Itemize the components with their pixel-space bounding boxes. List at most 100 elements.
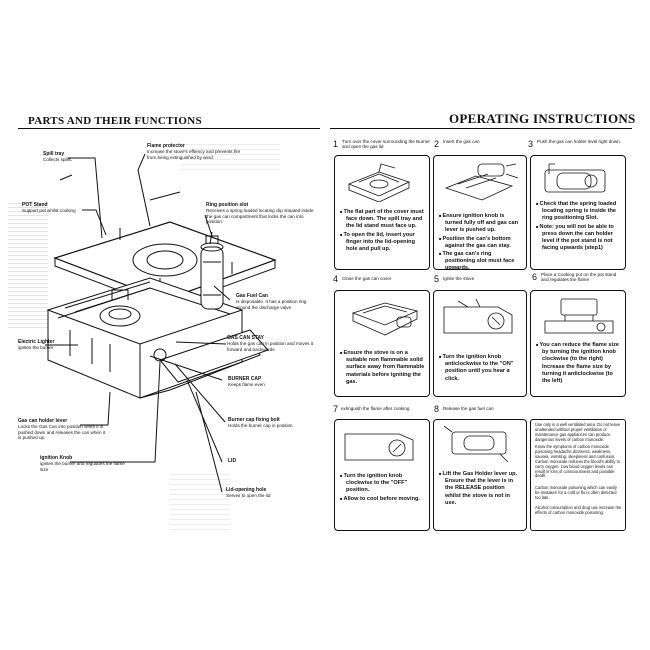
step-item: Position the can's bottom against the ga… xyxy=(439,235,522,250)
part-name: POT Stand xyxy=(22,202,48,208)
part-desc: Increase the stove's effiency and preven… xyxy=(147,149,241,160)
part-lid-opening-hole: Lid-opening hole Serves to open the lid xyxy=(226,487,311,499)
step-number: 4 xyxy=(333,274,339,284)
part-electric-lighter: Electric Lighter ignites the burner xyxy=(18,339,78,351)
part-gas-can-holder-lever: Gas can holder lever Locks the Gas Can i… xyxy=(18,418,108,441)
part-lid: LID xyxy=(228,458,268,464)
part-name: Gas can holder lever xyxy=(18,418,68,424)
step-text: Check that the spring loaded locating sp… xyxy=(536,200,621,252)
header-rule xyxy=(18,128,320,129)
step-text: Ensure ignition knob is turned fully off… xyxy=(439,212,522,269)
part-name: BURNER CAP xyxy=(228,376,262,382)
part-name: Ring position slot xyxy=(206,202,249,208)
bleed-through-text xyxy=(180,140,280,170)
step-2-box: Ensure ignition knob is turned fully off… xyxy=(433,155,527,270)
step-illustration xyxy=(443,298,513,334)
part-desc: ignites the burner and regulates the fla… xyxy=(40,461,125,472)
part-burner-cap: BURNER CAP Keeps flame even xyxy=(228,376,308,388)
step-item: Turn the ignition knob anticlockwise to … xyxy=(439,353,522,383)
step-title: Close the gas can cover xyxy=(342,276,392,281)
step-3-box: Check that the spring loaded locating sp… xyxy=(530,155,626,270)
part-desc: Serves to open the lid xyxy=(226,493,271,499)
step-number: 7 xyxy=(333,404,339,414)
step-title: Turn over the cover surrounding the Burn… xyxy=(342,139,430,150)
step-text: The flat part of the cover must face dow… xyxy=(340,208,425,253)
step-4-box: Ensure the stove is on a suitable non fl… xyxy=(334,290,430,397)
part-gas-fuel-can: Gas Fuel Can Is disposable. It has a pos… xyxy=(236,293,316,310)
header-rule xyxy=(330,128,632,129)
bleed-through-text xyxy=(8,200,48,330)
step-text: Turn the ignition knob anticlockwise to … xyxy=(439,353,522,383)
part-name: GAS CAN STAY xyxy=(227,335,264,341)
step-item: You can reduce the flame size by turning… xyxy=(536,341,621,385)
part-desc: Support pot whilst cooking xyxy=(22,208,76,214)
carbon-monoxide-warning: Use only in a well ventilated area. Do n… xyxy=(530,419,626,531)
step-item: The flat part of the cover must face dow… xyxy=(340,208,425,231)
warning-paragraph: Alcohol consumption and drug use increas… xyxy=(535,505,622,515)
step-illustration xyxy=(347,163,411,202)
part-spill-tray: Spill tray Collects spills. xyxy=(43,151,103,163)
step-number: 5 xyxy=(434,274,440,284)
warning-paragraph: Use only in a well ventilated area. Do n… xyxy=(535,422,621,442)
step-6-box: You can reduce the flame size by turning… xyxy=(530,290,626,397)
step-title: Push the gas can holder level right down… xyxy=(537,139,622,144)
step-number: 2 xyxy=(434,139,440,149)
part-name: LID xyxy=(228,458,237,464)
step-illustration xyxy=(344,433,414,461)
part-desc: Is disposable. It has a position ring ar… xyxy=(236,299,307,310)
part-desc: Locks the Gas Can into position when it … xyxy=(18,424,106,441)
step-item: Allow to cool before moving. xyxy=(340,495,425,503)
part-name: Burner cap fixing bolt xyxy=(228,417,280,423)
step-illustration xyxy=(351,302,419,336)
step-item: Lift the Gas Holder lever up. Ensure tha… xyxy=(439,470,522,507)
part-name: Spill tray xyxy=(43,151,65,157)
step-7-box: Turn the ignition knob clockwise to the … xyxy=(334,419,430,531)
step-number: 6 xyxy=(532,272,538,282)
step-1-box: The flat part of the cover must face dow… xyxy=(334,155,430,270)
step-title: extinguish the flame after cooking xyxy=(341,406,410,411)
step-title: Release the gas fuel can xyxy=(443,406,494,411)
step-text: Turn the ignition knob clockwise to the … xyxy=(340,472,425,503)
part-desc: Receives a spring loaded locating clip s… xyxy=(206,208,314,225)
step-title: Place a Cooking pot on the pot stand and… xyxy=(541,272,617,283)
parts-header: PARTS AND THEIR FUNCTIONS xyxy=(28,115,202,127)
part-gas-can-stay: GAS CAN STAY Holds the gas can in positi… xyxy=(227,335,317,352)
step-illustration xyxy=(444,163,519,201)
part-name: ignition Knob xyxy=(40,455,73,461)
step-8-box: Lift the Gas Holder lever up. Ensure tha… xyxy=(433,419,527,531)
step-5-box: Turn the ignition knob anticlockwise to … xyxy=(433,290,527,397)
part-flame-protector: Flame protector Increase the stove's eff… xyxy=(147,143,242,160)
part-desc: ignites the burner xyxy=(18,345,54,351)
part-ring-slot: Ring position slot Receives a spring loa… xyxy=(206,202,314,225)
step-item: Ensure the stove is on a suitable non fl… xyxy=(340,349,425,386)
step-text: You can reduce the flame size by turning… xyxy=(536,341,621,385)
operating-header: OPERATING INSTRUCTIONS xyxy=(449,111,636,126)
step-item: Note: you will not be able to press down… xyxy=(536,223,621,253)
step-title: Ignite the stove xyxy=(443,276,475,281)
warning-paragraph: Know the symptoms of carbon monoxide poi… xyxy=(535,444,620,479)
part-name: Gas Fuel Can xyxy=(236,293,268,299)
part-desc: Keeps flame even xyxy=(228,382,265,388)
part-name: Lid-opening hole xyxy=(226,487,267,493)
part-desc: Collects spills. xyxy=(43,157,73,163)
step-illustration xyxy=(544,298,614,334)
step-item: Ensure ignition knob is turned fully off… xyxy=(439,212,522,235)
step-title: Insert the gas can xyxy=(443,139,480,144)
step-illustration xyxy=(544,163,606,193)
part-name: Flame protector xyxy=(147,143,185,149)
step-number: 8 xyxy=(434,404,440,414)
warning-paragraph: Carbon monoxide poisoning which can easi… xyxy=(535,485,617,500)
step-item: The gas can's ring positioning slot must… xyxy=(439,250,522,269)
part-burner-cap-fixing-bolt: Burner cap fixing bolt Holds the burner … xyxy=(228,417,318,429)
part-ignition-knob: ignition Knob ignites the burner and reg… xyxy=(40,455,125,472)
step-item: Turn the ignition knob clockwise to the … xyxy=(340,472,425,495)
part-desc: Holds the burner cap in position xyxy=(228,423,293,429)
part-desc: Holds the gas can in position and moves … xyxy=(227,341,314,352)
step-item: To open the lid, insert your finger into… xyxy=(340,231,425,254)
part-pot-stand: POT Stand Support pot whilst cooking xyxy=(22,202,97,214)
step-text: Lift the Gas Holder lever up. Ensure tha… xyxy=(439,470,522,507)
step-number: 3 xyxy=(528,139,534,149)
step-number: 1 xyxy=(333,139,339,149)
